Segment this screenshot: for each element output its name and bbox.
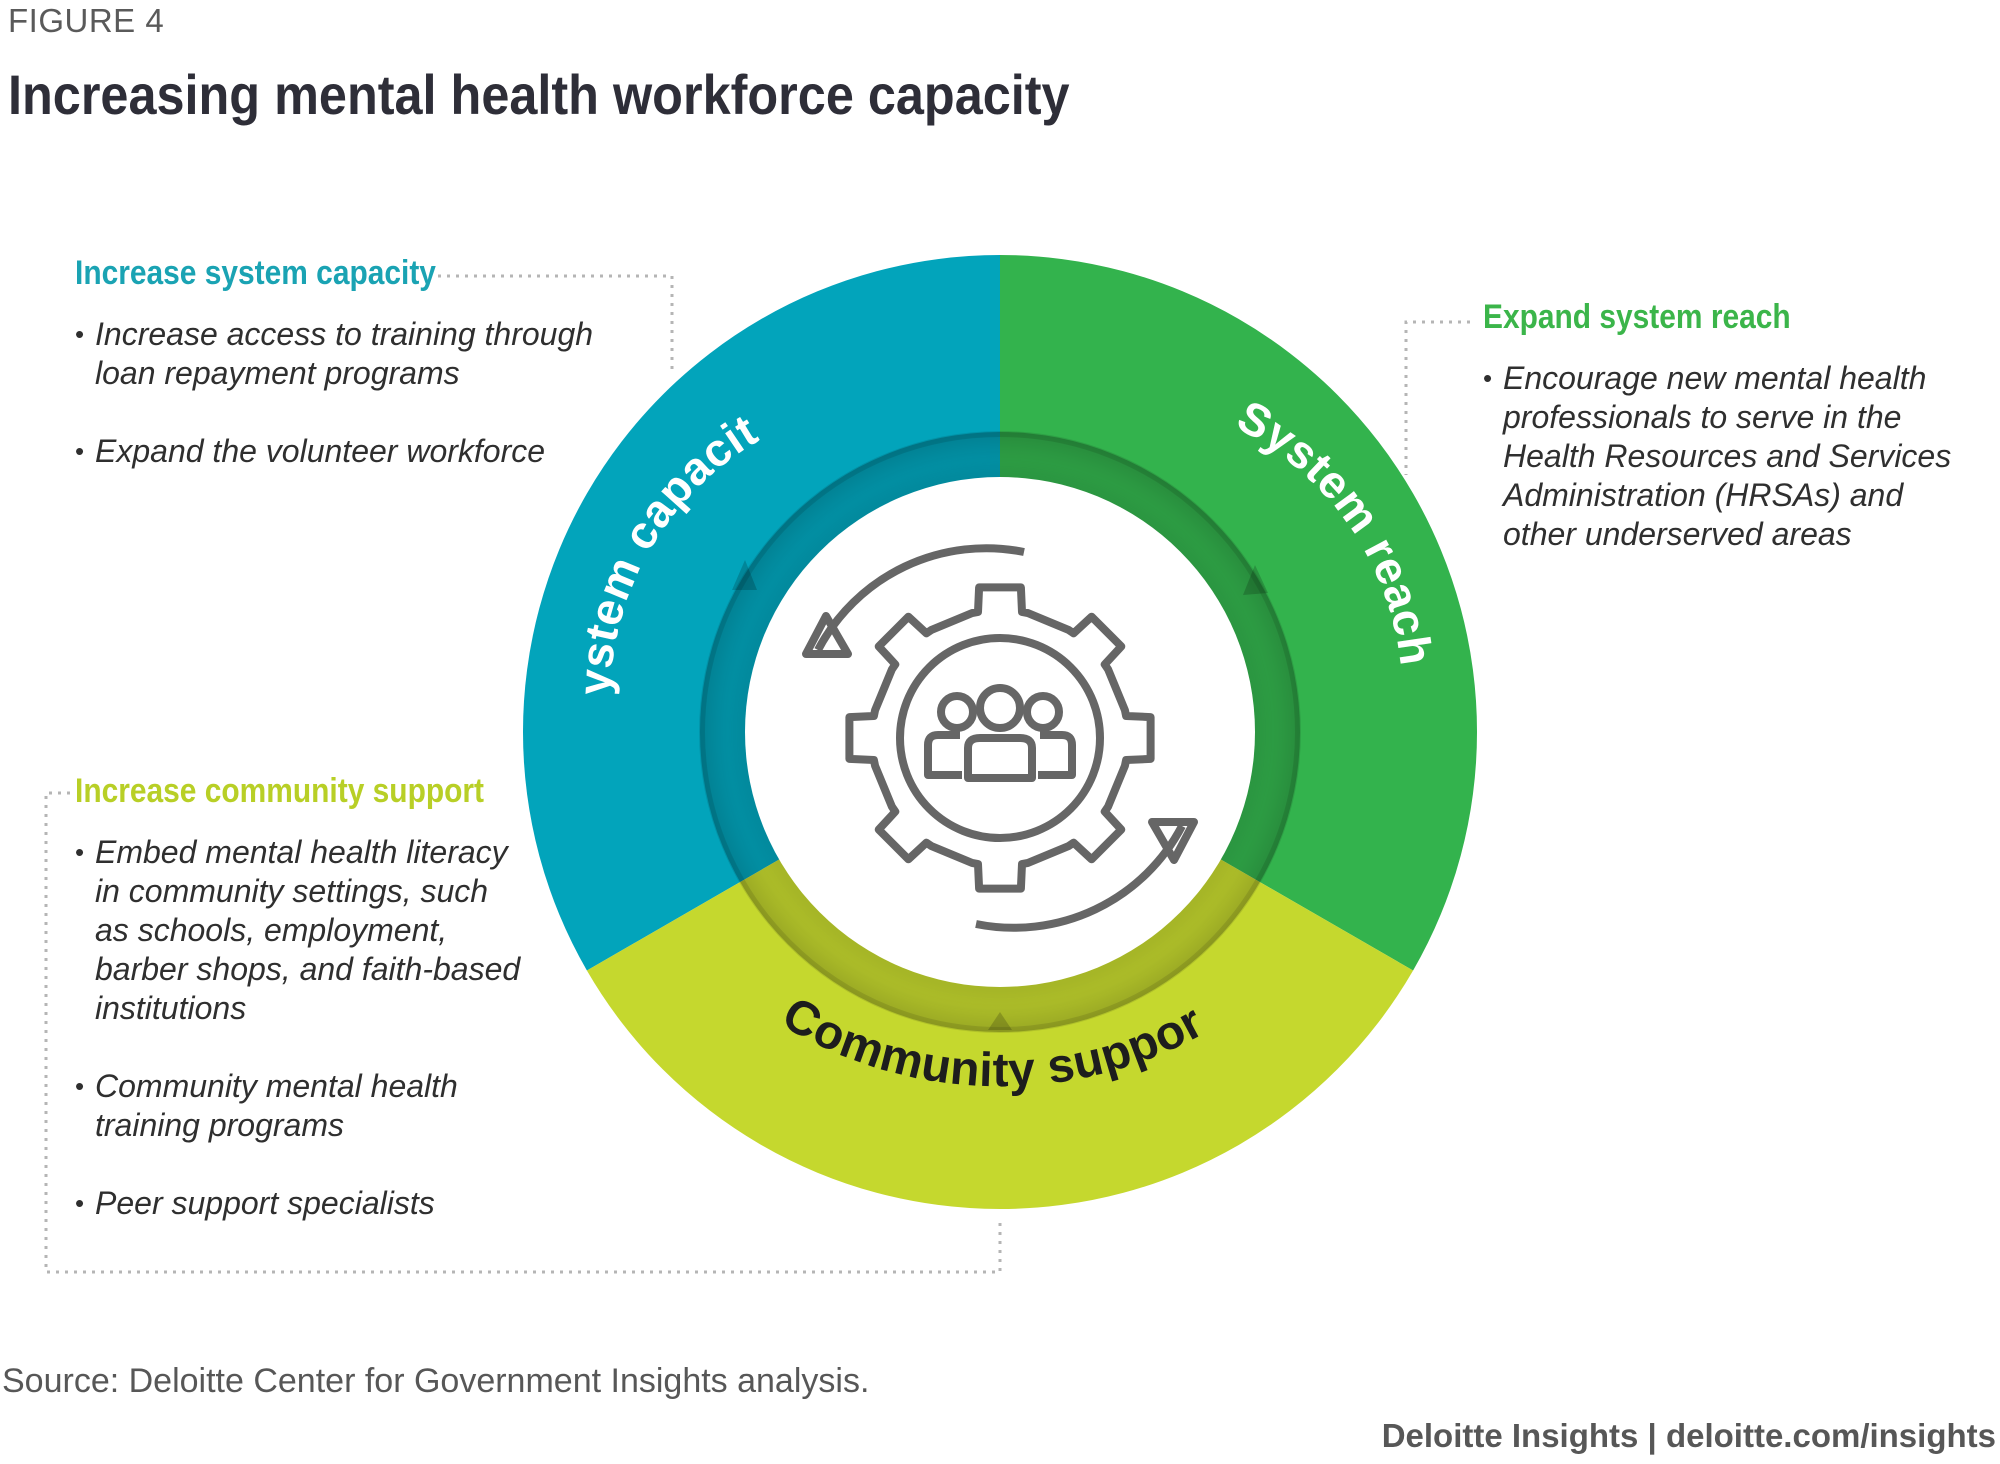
footer-credit: Deloitte Insights | deloitte.com/insight… [1381,1417,1996,1454]
list-item: Increase access to training through loan… [75,315,615,393]
community-panel: Increase community support Embed mental … [75,772,535,1262]
figure-label: FIGURE 4 [8,2,165,39]
reach-heading: Expand system reach [1483,298,1791,336]
list-item: Expand the volunteer workforce [75,432,615,471]
arrow-notch-right [1243,565,1268,595]
people-gear-cycle-icon [802,544,1198,932]
reach-panel: Expand system reach Encourage new mental… [1483,298,1983,593]
list-item: Peer support specialists [75,1184,525,1223]
arrow-notch-left [732,560,757,590]
capacity-list: Increase access to training through loan… [75,315,615,471]
community-heading: Increase community support [75,772,485,810]
arrow-notch-bottom [988,1012,1012,1030]
capacity-panel: Increase system capacity Increase access… [75,254,635,510]
source-note: Source: Deloitte Center for Government I… [2,1362,870,1400]
capacity-connector [438,274,674,370]
community-list: Embed mental health literacy in communit… [75,833,525,1223]
list-item: Community mental health training program… [75,1067,525,1145]
reach-list: Encourage new mental health professional… [1483,359,1983,554]
reach-connector [1404,320,1470,475]
page-title: Increasing mental health workforce capac… [8,63,1070,126]
capacity-heading: Increase system capacity [75,254,436,292]
list-item: Embed mental health literacy in communit… [75,833,525,1028]
list-item: Encourage new mental health professional… [1483,359,1983,554]
